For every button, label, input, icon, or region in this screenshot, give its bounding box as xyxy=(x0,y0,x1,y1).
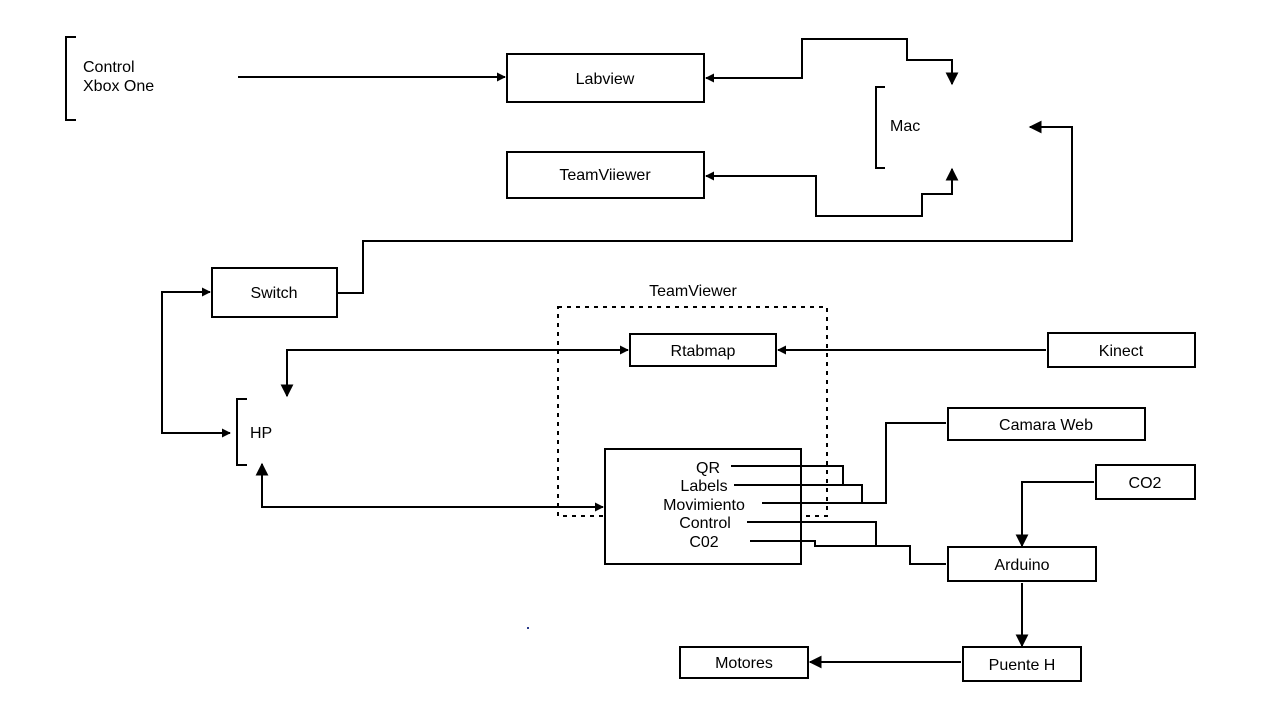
module-item-control: Control xyxy=(679,515,731,532)
xbox-one-label: Xbox One xyxy=(83,78,154,95)
hp-bracket xyxy=(236,398,247,466)
switch-mac-connector xyxy=(338,120,1073,294)
camara-web-box xyxy=(947,407,1146,441)
mac-bracket xyxy=(875,86,885,169)
module-item-movimiento: Movimiento xyxy=(663,497,745,514)
co2-label: CO2 xyxy=(1129,475,1162,492)
labview-label: Labview xyxy=(576,71,635,88)
arduino-label: Arduino xyxy=(994,557,1049,574)
stray-dot xyxy=(527,627,529,629)
motores-label: Motores xyxy=(715,655,773,672)
kinect-box xyxy=(1047,332,1196,368)
teamviewer-box-label: TeamViiewer xyxy=(559,167,651,184)
hp-rtabmap-connector xyxy=(280,345,629,398)
hp-module-connector xyxy=(255,462,604,512)
module-item-qr: QR xyxy=(696,460,720,477)
rtabmap-box xyxy=(629,333,777,367)
movimiento-to-camera-connector xyxy=(762,422,946,504)
labview-box xyxy=(506,53,705,103)
c02-to-arduino-connector xyxy=(750,540,876,547)
teamviewer-box xyxy=(506,151,705,199)
camara-web-label: Camara Web xyxy=(999,417,1093,434)
labview-mac-connector xyxy=(705,38,959,86)
hp-label: HP xyxy=(250,425,272,442)
control-label: Control xyxy=(83,59,135,76)
switch-label: Switch xyxy=(250,285,297,302)
co2-to-arduino-arrow xyxy=(1015,481,1094,548)
arduino-box xyxy=(947,546,1097,582)
kinect-label: Kinect xyxy=(1099,343,1144,360)
control-to-arduino-connector xyxy=(747,521,946,565)
rtabmap-label: Rtabmap xyxy=(671,343,736,360)
module-item-c02: C02 xyxy=(689,534,718,551)
switch-hp-connector xyxy=(161,287,231,438)
control-xbox-bracket xyxy=(65,36,76,121)
motores-box xyxy=(679,646,809,679)
mac-label: Mac xyxy=(890,118,920,135)
teamviewer-group-label: TeamViewer xyxy=(649,283,737,300)
module-item-labels: Labels xyxy=(680,478,727,495)
puente-h-label: Puente H xyxy=(989,657,1056,674)
co2-box xyxy=(1095,464,1196,500)
puente-h-box xyxy=(962,646,1082,682)
labels-to-camera-connector xyxy=(734,484,863,503)
processing-module-box xyxy=(604,448,802,565)
teamviewer-mac-connector xyxy=(705,167,959,217)
